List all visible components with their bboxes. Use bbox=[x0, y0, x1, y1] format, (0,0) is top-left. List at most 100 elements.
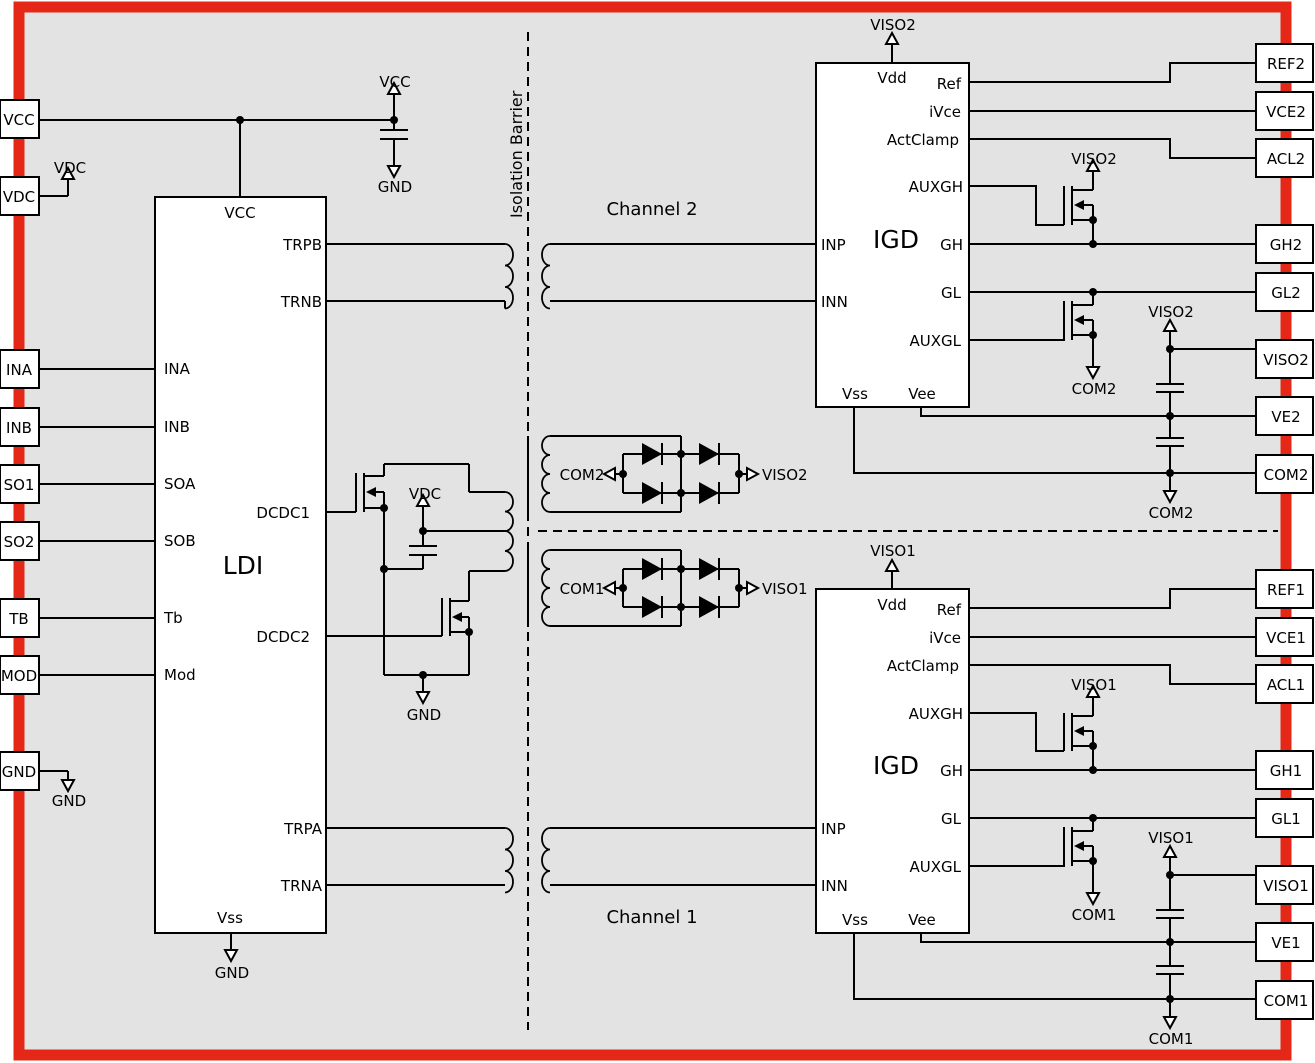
svg-text:COM1: COM1 bbox=[1149, 1030, 1194, 1048]
terminal-gl1[interactable]: GL1 bbox=[1255, 798, 1314, 838]
svg-text:INN: INN bbox=[821, 293, 848, 311]
left-terminals: VCC VDC INA INB SO1 SO2 TB MOD GND bbox=[0, 99, 40, 791]
channel1-terminals: REF1 VCE1 ACL1 GH1 GL1 VISO1 VE1 COM1 bbox=[1255, 569, 1314, 1020]
isolation-barrier-label: Isolation Barrier bbox=[507, 90, 526, 218]
svg-text:REF2: REF2 bbox=[1267, 55, 1305, 73]
svg-text:VDC: VDC bbox=[54, 159, 86, 177]
channel1-igd: IGD Vdd Ref iVce ActClamp AUXGH GH GL IN… bbox=[815, 542, 970, 934]
svg-text:VDC: VDC bbox=[3, 188, 35, 206]
terminal-vdc[interactable]: VDC bbox=[0, 176, 40, 216]
vcc-decoupling-capacitor: VCC GND bbox=[378, 73, 412, 196]
svg-text:COM1: COM1 bbox=[1072, 906, 1117, 924]
terminal-mod[interactable]: MOD bbox=[0, 655, 40, 695]
channel2-igd: IGD Vdd Ref iVce ActClamp AUXGH INP GH G… bbox=[815, 16, 970, 408]
svg-text:VCC: VCC bbox=[3, 111, 34, 129]
terminal-so2[interactable]: SO2 bbox=[0, 521, 40, 561]
svg-text:AUXGL: AUXGL bbox=[910, 332, 962, 350]
ldi-gnd-symbol: GND bbox=[215, 933, 249, 982]
terminal-ina[interactable]: INA bbox=[0, 349, 40, 389]
svg-text:MOD: MOD bbox=[1, 667, 37, 685]
svg-text:GND: GND bbox=[407, 706, 441, 724]
terminal-vce1[interactable]: VCE1 bbox=[1255, 617, 1314, 657]
svg-text:AUXGH: AUXGH bbox=[909, 178, 963, 196]
svg-text:AUXGL: AUXGL bbox=[910, 858, 962, 876]
svg-text:VISO1: VISO1 bbox=[1148, 829, 1194, 847]
svg-text:INB: INB bbox=[6, 419, 32, 437]
svg-text:GND: GND bbox=[378, 178, 412, 196]
terminal-gl2[interactable]: GL2 bbox=[1255, 272, 1314, 312]
svg-text:Vee: Vee bbox=[908, 911, 936, 929]
svg-text:ACL2: ACL2 bbox=[1267, 150, 1305, 168]
gnd-symbol-left: GND bbox=[52, 770, 86, 810]
terminal-viso1[interactable]: VISO1 bbox=[1255, 865, 1314, 905]
svg-text:COM1: COM1 bbox=[1264, 992, 1309, 1010]
svg-text:Vdd: Vdd bbox=[877, 69, 906, 87]
svg-text:IGD: IGD bbox=[873, 751, 919, 780]
svg-text:DCDC2: DCDC2 bbox=[256, 628, 310, 646]
svg-text:VCC: VCC bbox=[224, 204, 255, 222]
terminal-com2[interactable]: COM2 bbox=[1255, 454, 1314, 494]
svg-text:TRPB: TRPB bbox=[282, 236, 322, 254]
channel2-title: Channel 2 bbox=[606, 199, 697, 220]
terminal-vcc[interactable]: VCC bbox=[0, 99, 40, 139]
rectifier-channel1: COM1 VISO1 bbox=[541, 549, 808, 627]
terminal-gh2[interactable]: GH2 bbox=[1255, 224, 1314, 264]
svg-text:INB: INB bbox=[164, 418, 190, 436]
terminal-gnd[interactable]: GND bbox=[0, 751, 40, 791]
terminal-com1[interactable]: COM1 bbox=[1255, 980, 1314, 1020]
svg-text:ActClamp: ActClamp bbox=[887, 657, 959, 675]
ldi-block: LDI VCC TRPB TRNB INA INB SOA SOB DCDC1 … bbox=[154, 196, 327, 934]
svg-text:Vdd: Vdd bbox=[877, 596, 906, 614]
svg-text:COM2: COM2 bbox=[1072, 380, 1117, 398]
terminal-ref2[interactable]: REF2 bbox=[1255, 43, 1314, 83]
svg-text:VISO1: VISO1 bbox=[1071, 676, 1117, 694]
svg-text:INP: INP bbox=[821, 820, 846, 838]
terminal-gh1[interactable]: GH1 bbox=[1255, 750, 1314, 790]
svg-text:SOB: SOB bbox=[164, 532, 196, 550]
terminal-viso2[interactable]: VISO2 bbox=[1255, 339, 1314, 379]
svg-text:DCDC1: DCDC1 bbox=[256, 504, 310, 522]
svg-text:INA: INA bbox=[6, 361, 33, 379]
svg-text:IGD: IGD bbox=[873, 225, 919, 254]
svg-text:INN: INN bbox=[821, 877, 848, 895]
signal-transformer-channel1 bbox=[326, 827, 816, 894]
svg-text:VISO1: VISO1 bbox=[1263, 877, 1309, 895]
svg-text:Tb: Tb bbox=[163, 609, 183, 627]
svg-text:VDC: VDC bbox=[409, 485, 441, 503]
svg-text:VISO2: VISO2 bbox=[1071, 150, 1117, 168]
svg-text:ACL1: ACL1 bbox=[1267, 676, 1305, 694]
svg-text:GND: GND bbox=[52, 792, 86, 810]
terminal-so1[interactable]: SO1 bbox=[0, 464, 40, 504]
terminal-ref1[interactable]: REF1 bbox=[1255, 569, 1314, 609]
terminal-vce2[interactable]: VCE2 bbox=[1255, 91, 1314, 131]
svg-text:VE1: VE1 bbox=[1271, 934, 1300, 952]
svg-text:VCE2: VCE2 bbox=[1266, 103, 1306, 121]
svg-text:VE2: VE2 bbox=[1271, 408, 1300, 426]
svg-text:Vss: Vss bbox=[842, 385, 868, 403]
signal-transformer-channel2 bbox=[326, 243, 816, 310]
svg-text:VISO2: VISO2 bbox=[870, 16, 916, 34]
svg-text:VISO2: VISO2 bbox=[1263, 351, 1309, 369]
svg-text:Ref: Ref bbox=[937, 601, 962, 619]
svg-text:ActClamp: ActClamp bbox=[887, 131, 959, 149]
terminal-ve2[interactable]: VE2 bbox=[1255, 396, 1314, 436]
svg-text:iVce: iVce bbox=[929, 103, 961, 121]
terminal-ve1[interactable]: VE1 bbox=[1255, 922, 1314, 962]
svg-text:GL: GL bbox=[941, 810, 962, 828]
svg-text:TRNA: TRNA bbox=[280, 877, 323, 895]
svg-text:AUXGH: AUXGH bbox=[909, 705, 963, 723]
svg-text:INA: INA bbox=[164, 360, 191, 378]
svg-text:GH: GH bbox=[940, 236, 963, 254]
svg-text:GH: GH bbox=[940, 762, 963, 780]
terminal-inb[interactable]: INB bbox=[0, 407, 40, 447]
svg-text:SO1: SO1 bbox=[4, 476, 35, 494]
svg-text:SO2: SO2 bbox=[4, 533, 35, 551]
svg-text:INP: INP bbox=[821, 236, 846, 254]
svg-text:GND: GND bbox=[215, 964, 249, 982]
terminal-acl2[interactable]: ACL2 bbox=[1255, 138, 1314, 178]
svg-text:VISO2: VISO2 bbox=[762, 466, 808, 484]
terminal-acl1[interactable]: ACL1 bbox=[1255, 664, 1314, 704]
vdc-supply-symbol: VDC bbox=[54, 159, 86, 189]
terminal-tb[interactable]: TB bbox=[0, 598, 40, 638]
svg-text:VCE1: VCE1 bbox=[1266, 629, 1306, 647]
